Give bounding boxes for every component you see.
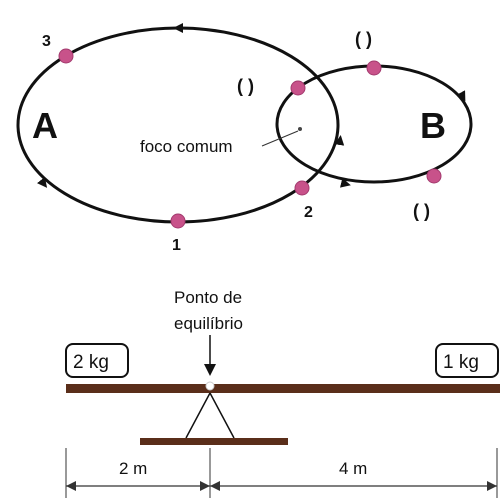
focus-label: foco comum bbox=[140, 137, 233, 156]
blank-upper-left: ( ) bbox=[237, 76, 254, 96]
point-2 bbox=[294, 180, 310, 196]
pivot-arrow-head bbox=[204, 364, 216, 376]
point-intersection-upper bbox=[290, 80, 306, 96]
point-1-label: 1 bbox=[172, 237, 181, 254]
right-mass-label: 1 kg bbox=[443, 352, 479, 373]
dim-arrow-right-start bbox=[210, 481, 220, 491]
blank-lower-b: ( ) bbox=[413, 201, 430, 221]
point-3-label: 3 bbox=[42, 33, 51, 50]
focus-leader-line bbox=[261, 130, 299, 147]
dim-arrow-left-end bbox=[200, 481, 210, 491]
point-3 bbox=[58, 48, 74, 64]
point-1 bbox=[170, 213, 186, 229]
point-2-label: 2 bbox=[304, 204, 313, 221]
right-distance-label: 4 m bbox=[339, 459, 367, 478]
lever-beam bbox=[66, 384, 500, 393]
point-b-lower bbox=[426, 168, 442, 184]
pivot-label-line2: equilíbrio bbox=[174, 314, 243, 333]
left-mass-box bbox=[65, 343, 129, 378]
orbit-a-arrow-right bbox=[334, 135, 345, 160]
point-b-top bbox=[366, 60, 382, 76]
right-mass-box bbox=[435, 343, 499, 378]
left-distance-label: 2 m bbox=[119, 459, 147, 478]
pivot-point bbox=[205, 381, 215, 391]
lever-diagram: Ponto de equilíbrio 2 kg 1 kg 2 m 4 m bbox=[65, 288, 500, 498]
orbit-b-label: B bbox=[420, 105, 446, 146]
lever-base bbox=[140, 438, 288, 445]
fulcrum-triangle bbox=[185, 392, 235, 439]
common-focus-dot bbox=[298, 127, 302, 131]
dim-arrow-left-start bbox=[66, 481, 76, 491]
left-mass-label: 2 kg bbox=[73, 352, 109, 373]
orbit-a-label: A bbox=[32, 105, 58, 146]
orbit-diagram: A B foco comum 3 1 2 ( ) ( ) ( ) bbox=[16, 23, 473, 254]
pivot-label-line1: Ponto de bbox=[174, 288, 242, 307]
blank-top-b: ( ) bbox=[355, 29, 372, 49]
dim-arrow-right-end bbox=[487, 481, 497, 491]
